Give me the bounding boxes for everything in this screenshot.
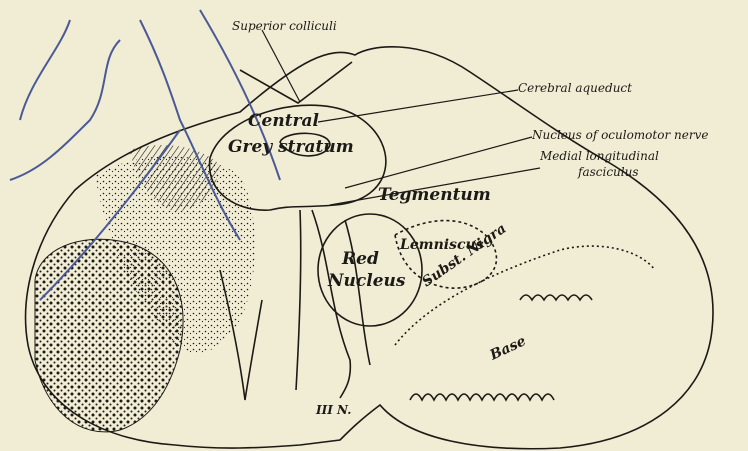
label-tegmentum: Tegmentum	[378, 186, 491, 205]
label-red: Red	[342, 250, 379, 269]
label-cerebral-aqueduct: Cerebral aqueduct	[518, 82, 632, 95]
label-medial-longitudinal: Medial longitudinal	[540, 150, 659, 163]
label-fasciculus: fasciculus	[578, 166, 639, 179]
label-central: Central	[248, 112, 319, 131]
label-grey-stratum: Grey stratum	[228, 138, 354, 157]
label-nucleus: Nucleus	[328, 272, 405, 291]
label-nucleus-oculomotor: Nucleus of oculomotor nerve	[532, 129, 708, 142]
label-third-nerve: III N.	[316, 404, 351, 417]
label-superior-colliculi: Superior colliculi	[232, 20, 337, 33]
